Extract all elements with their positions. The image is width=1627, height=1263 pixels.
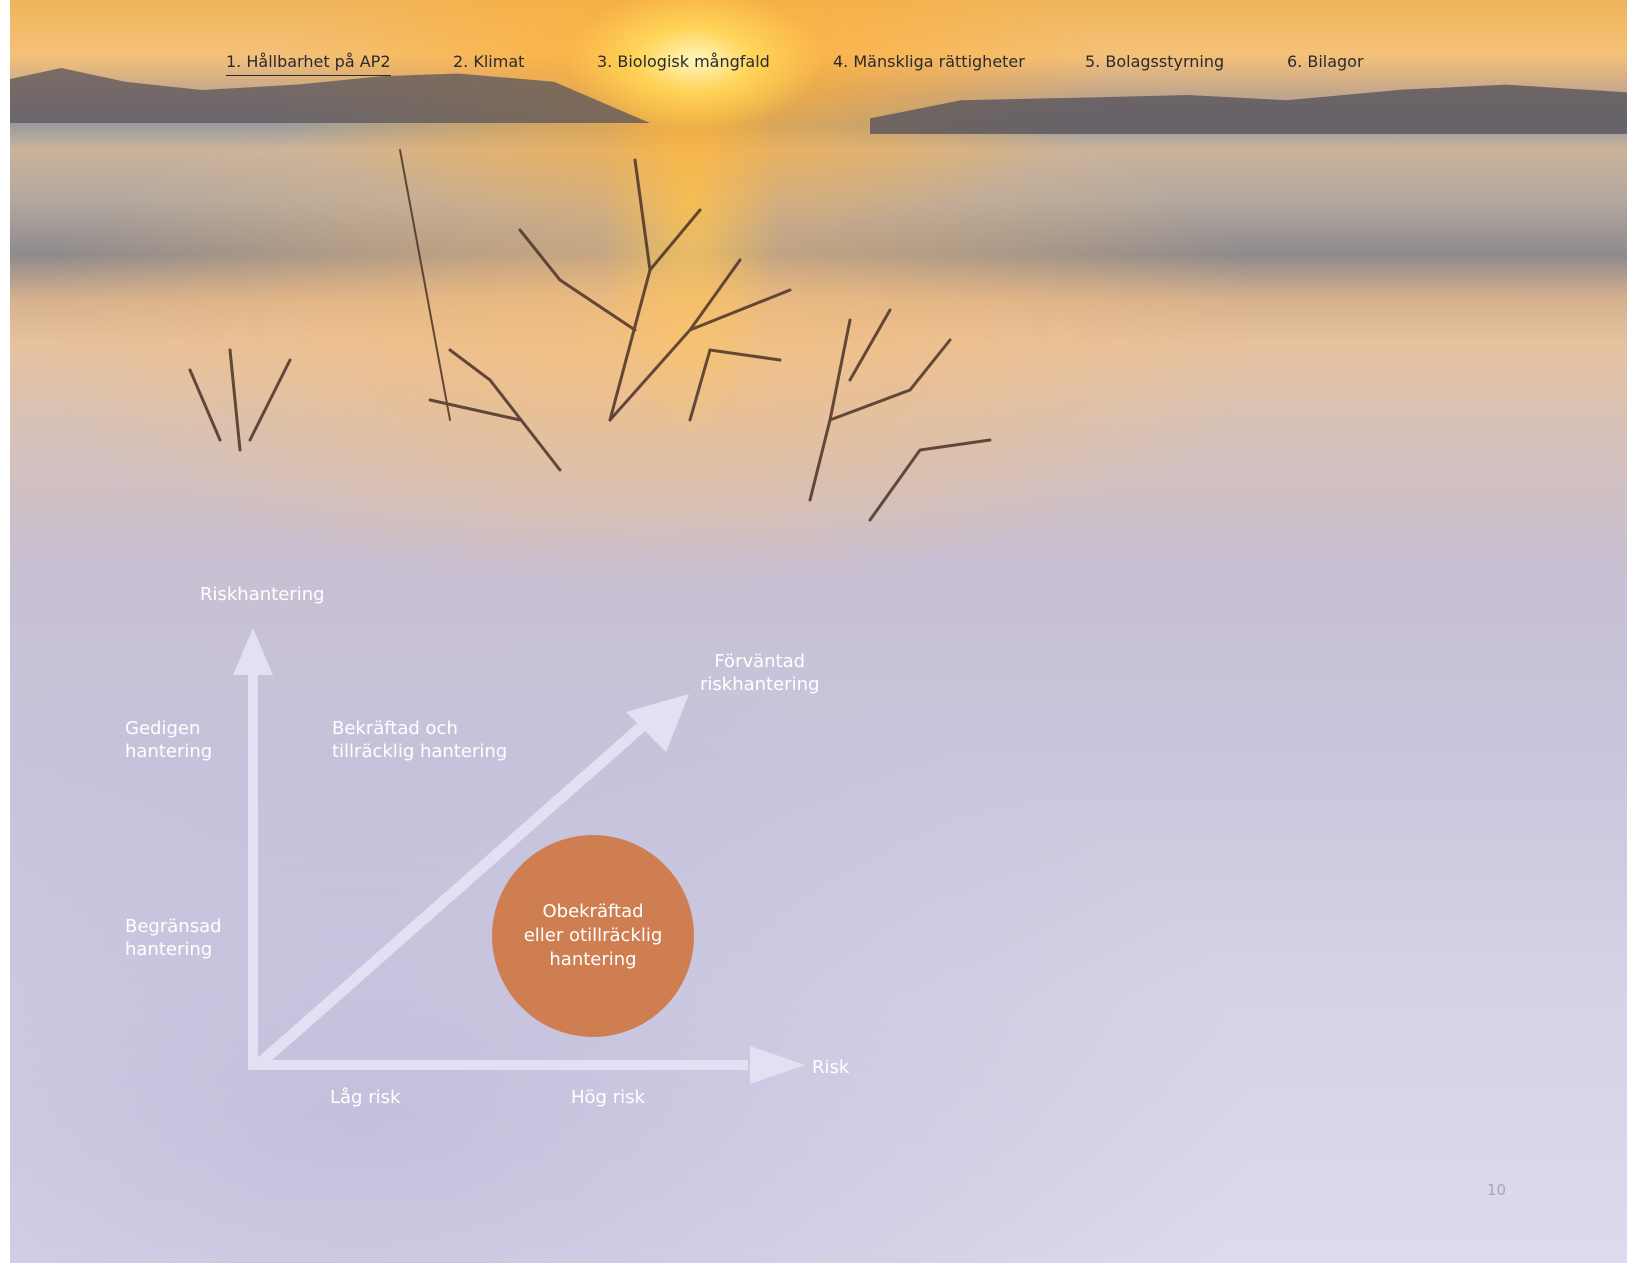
x-level-high-label: Hög risk [571,1087,645,1108]
x-level-low-label: Låg risk [330,1087,401,1108]
nav-tab-klimat[interactable]: 2. Klimat [453,52,525,71]
y-level-high-label: Gedigen hantering [125,718,213,762]
y-axis-title: Riskhantering [200,584,325,605]
diagonal-label: Förväntad riskhantering [700,651,820,695]
nav-tab-hallbarhet[interactable]: 1. Hållbarhet på AP2 [226,52,391,76]
y-level-low-label: Begränsad hantering [125,916,222,960]
lower-region-label: Obekräftad eller otillräcklig hantering [523,901,663,970]
upper-region-label: Bekräftad och tillräcklig hantering [332,718,508,762]
top-navigation: 1. Hållbarhet på AP2 2. Klimat 3. Biolog… [10,52,1627,82]
nav-tab-manskliga-rattigheter[interactable]: 4. Mänskliga rättigheter [833,52,1025,71]
page-number: 10 [1487,1181,1507,1199]
risk-gap-circle: Obekräftad eller otillräcklig hantering [492,835,694,1037]
background-photo: 1. Hållbarhet på AP2 2. Klimat 3. Biolog… [10,0,1627,1263]
x-axis-title: Risk [812,1057,850,1078]
nav-tab-bolagsstyrning[interactable]: 5. Bolagsstyrning [1085,52,1225,71]
nav-tab-bilagor[interactable]: 6. Bilagor [1287,52,1364,71]
nav-tab-biologisk-mangfald[interactable]: 3. Biologisk mångfald [597,52,770,71]
shrub-silhouette [188,149,992,522]
